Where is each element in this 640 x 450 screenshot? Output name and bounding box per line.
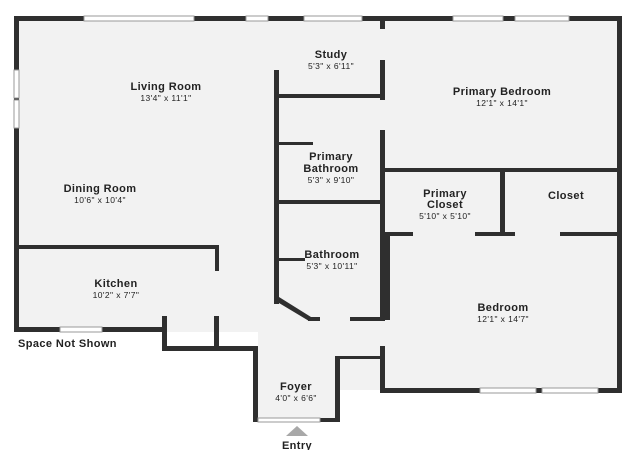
windows (13, 15, 599, 423)
room-living-room: Living Room 13'4" x 11'1" (130, 81, 201, 103)
space-not-shown-note: Space Not Shown (18, 338, 117, 350)
room-dims: 5'3" x 9'10" (308, 175, 355, 185)
room-name: Kitchen (94, 278, 137, 290)
room-dining-room: Dining Room 10'6" x 10'4" (64, 183, 137, 205)
room-name: Bathroom (304, 249, 359, 261)
room-dims: 4'0" x 6'6" (275, 393, 317, 403)
entry-label: Entry (282, 440, 313, 450)
room-name-line-1: Primary (309, 151, 353, 163)
room-primary-closet: Primary Closet 5'10" x 5'10" (419, 188, 471, 221)
room-study: Study 5'3" x 6'11" (308, 49, 354, 71)
room-name-line-2: Bathroom (303, 163, 358, 175)
room-name: Bedroom (477, 302, 528, 314)
room-dims: 13'4" x 11'1" (140, 93, 191, 103)
room-bathroom: Bathroom 5'3" x 10'11" (304, 249, 359, 271)
room-name: Living Room (130, 81, 201, 93)
room-closet: Closet (548, 190, 584, 202)
room-primary-bathroom: Primary Bathroom 5'3" x 9'10" (303, 151, 358, 185)
room-name: Study (315, 49, 348, 61)
room-dims: 12'1" x 14'7" (477, 314, 529, 324)
room-labels: Study 5'3" x 6'11" Living Room 13'4" x 1… (64, 49, 584, 403)
entry-arrow-icon (286, 426, 308, 436)
room-name: Primary Bedroom (453, 86, 551, 98)
room-foyer: Foyer 4'0" x 6'6" (275, 381, 317, 403)
floor-area (14, 18, 622, 422)
room-name-line-2: Closet (427, 199, 463, 211)
room-name: Dining Room (64, 183, 137, 195)
room-dims: 10'6" x 10'4" (74, 195, 126, 205)
room-dims: 12'1" x 14'1" (476, 98, 528, 108)
room-dims: 5'3" x 10'11" (306, 261, 357, 271)
room-name-line-1: Primary (423, 188, 467, 200)
room-name: Foyer (280, 381, 312, 393)
room-dims: 10'2" x 7'7" (93, 290, 140, 300)
room-bedroom: Bedroom 12'1" x 14'7" (477, 302, 529, 324)
room-dims: 5'10" x 5'10" (419, 211, 471, 221)
room-dims: 5'3" x 6'11" (308, 61, 354, 71)
room-kitchen: Kitchen 10'2" x 7'7" (93, 278, 140, 300)
room-primary-bedroom: Primary Bedroom 12'1" x 14'1" (453, 86, 551, 108)
room-name: Closet (548, 190, 584, 202)
